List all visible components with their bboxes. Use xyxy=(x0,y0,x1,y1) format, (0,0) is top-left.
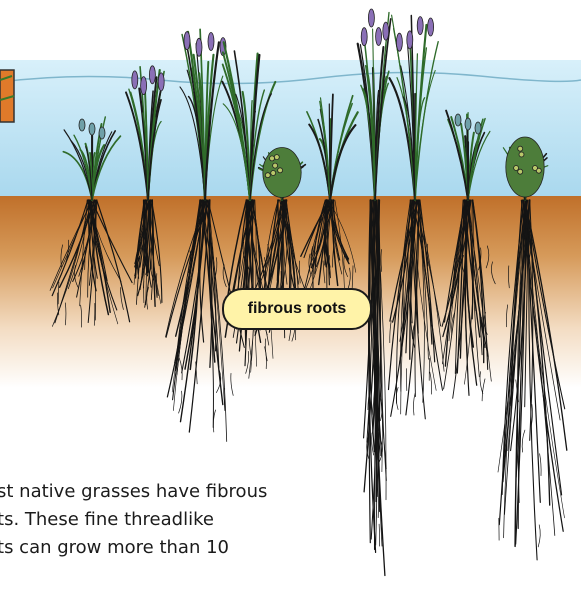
bush-flower xyxy=(514,166,519,171)
bush-flower xyxy=(274,155,279,160)
flower-head xyxy=(141,77,147,95)
flower-head xyxy=(208,33,214,51)
flower-head xyxy=(376,28,382,46)
flower-head xyxy=(158,73,164,91)
seed-head xyxy=(89,123,95,135)
bush-flower xyxy=(533,166,538,171)
caption-line: ost native grasses have fibrous xyxy=(0,478,356,506)
flower-head xyxy=(368,9,374,27)
flower-head xyxy=(196,38,202,56)
flower-head xyxy=(361,28,367,46)
bush-foliage xyxy=(506,137,544,197)
bush-flower xyxy=(519,152,524,157)
bush-flower xyxy=(265,173,270,178)
seed-head xyxy=(79,119,85,131)
bush-flower xyxy=(273,163,278,168)
flower-head xyxy=(383,22,389,40)
flower-head xyxy=(428,18,434,36)
seed-head xyxy=(455,114,461,126)
bush-flower xyxy=(270,156,275,161)
flower-head xyxy=(149,66,155,84)
caption-line: ots. These fine threadlike xyxy=(0,506,356,534)
bush-flower xyxy=(271,171,276,176)
flower-head xyxy=(184,32,190,50)
seed-head xyxy=(99,127,105,139)
flower-head xyxy=(132,71,138,89)
seed-head xyxy=(475,122,481,134)
bush-flower xyxy=(278,168,283,173)
bush-flower xyxy=(518,146,523,151)
bush-flower xyxy=(518,169,523,174)
caption-text: ost native grasses have fibrous ots. The… xyxy=(0,478,356,562)
fibrous-roots-label: fibrous roots xyxy=(222,288,372,330)
flower-head xyxy=(396,33,402,51)
seed-head xyxy=(465,118,471,130)
flower-head xyxy=(407,31,413,49)
flower-head xyxy=(417,17,423,35)
caption-line: ots can grow more than 10 xyxy=(0,534,356,562)
